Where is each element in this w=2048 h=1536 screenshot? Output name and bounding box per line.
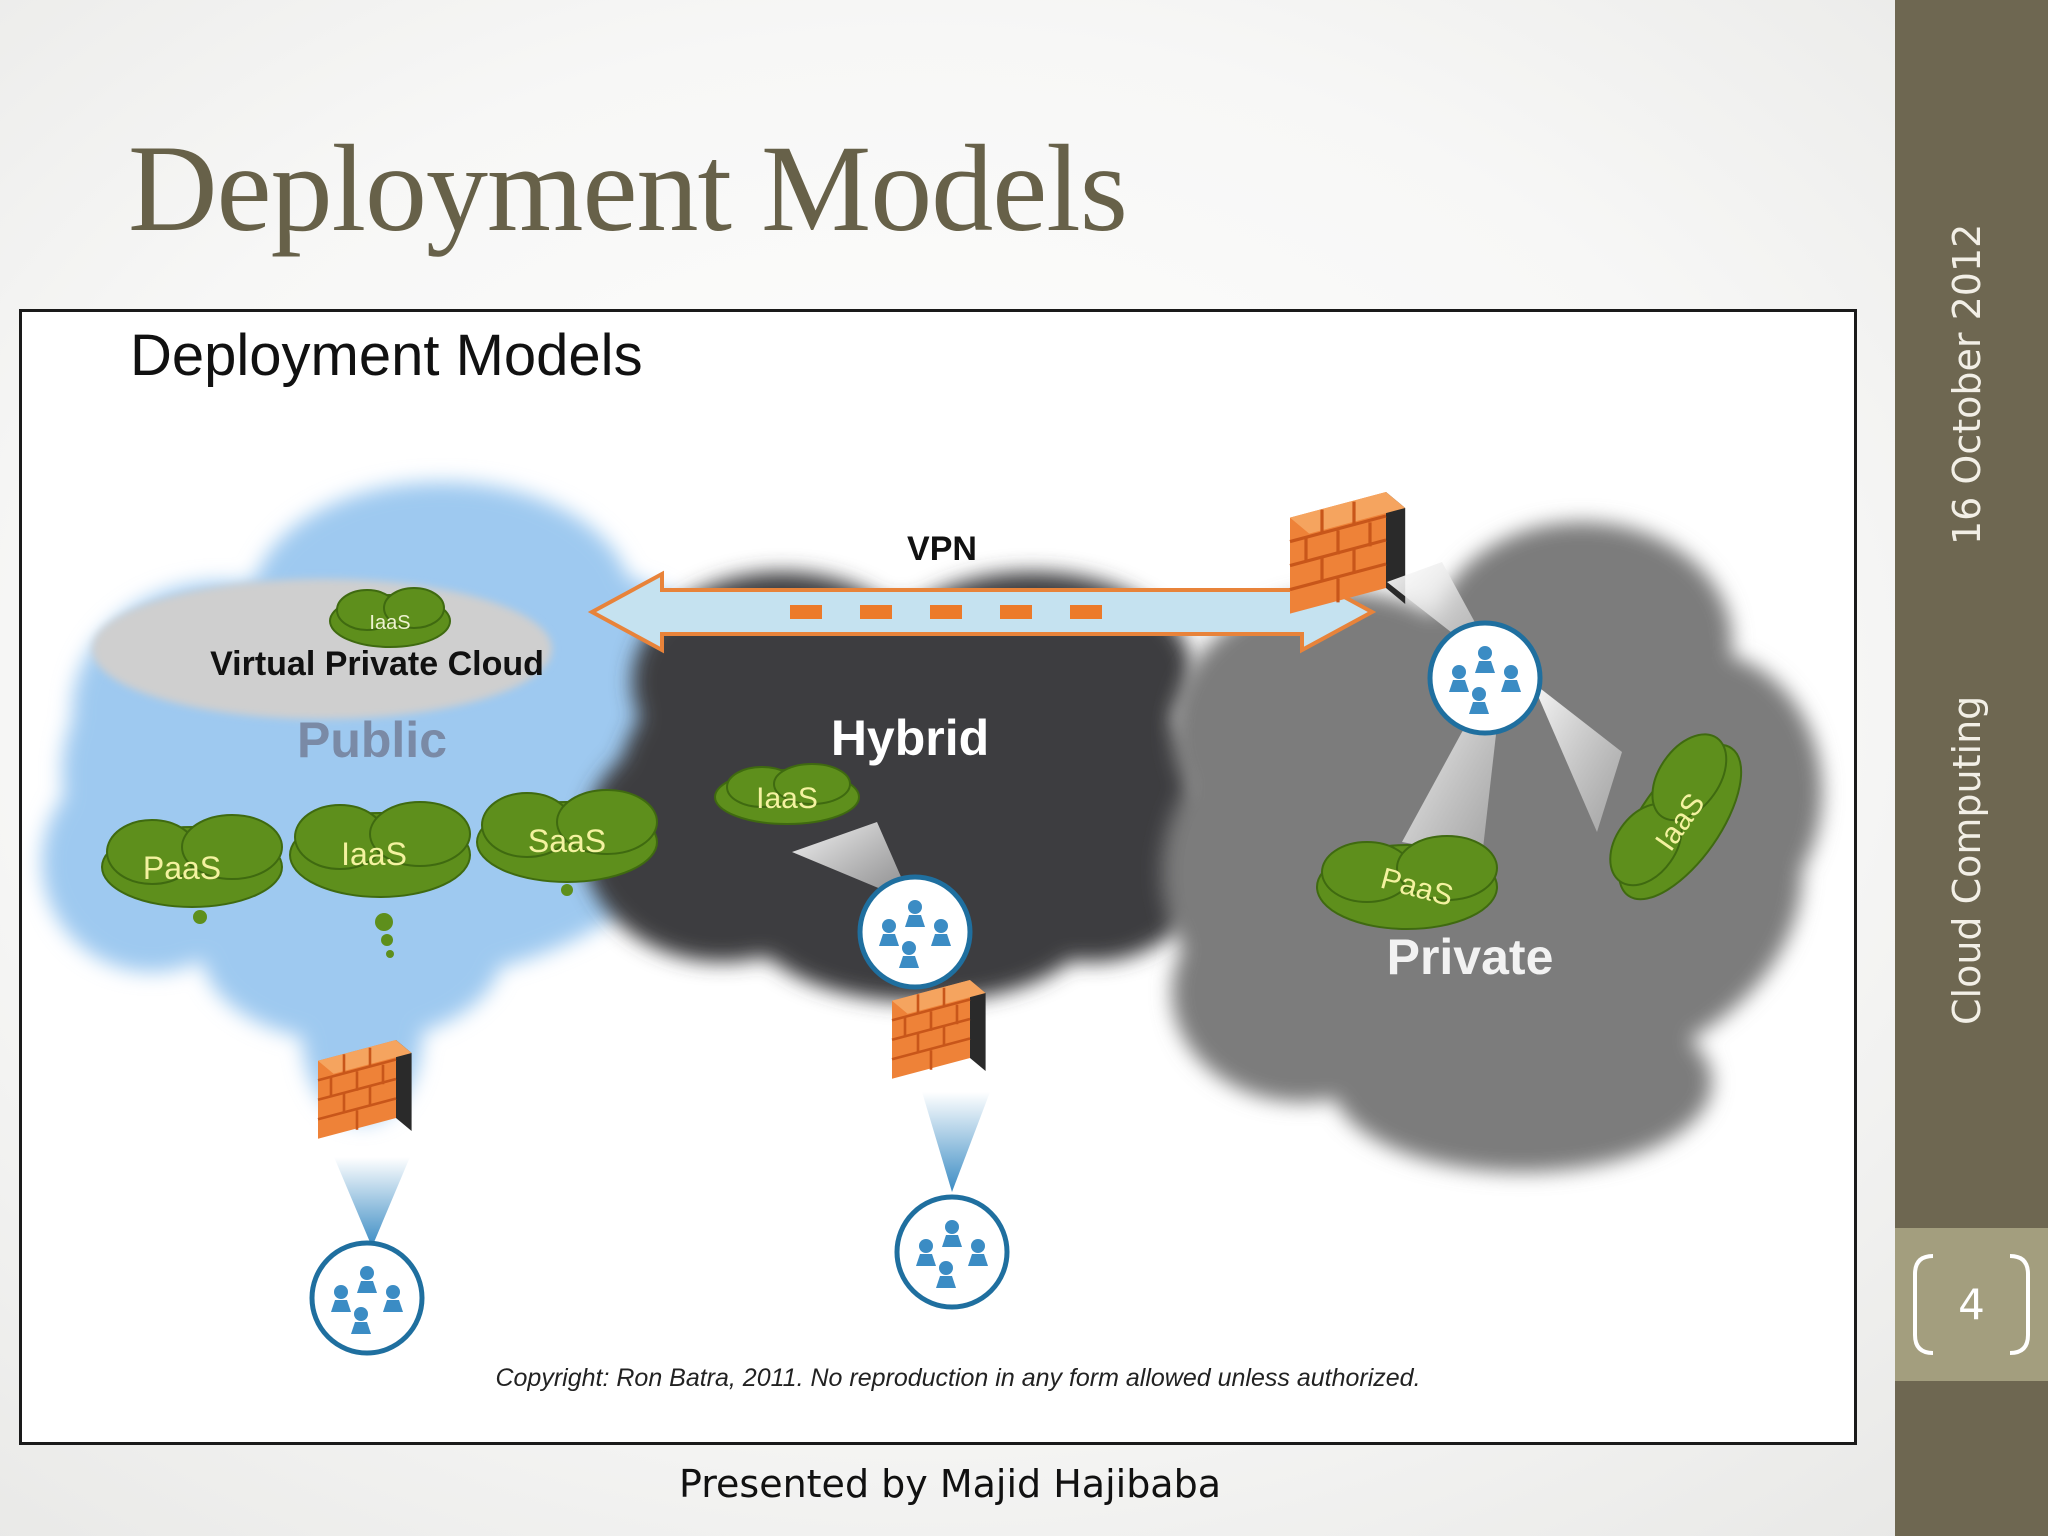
public-label: Public [297, 712, 447, 768]
slide-date: 16 October 2012 [1945, 223, 1989, 545]
hybrid-label: Hybrid [831, 710, 989, 766]
public-iaas-cloud [289, 801, 471, 898]
vpn-label: VPN [907, 530, 977, 568]
vpc-service-label: IaaS [369, 612, 410, 634]
page-brackets [1913, 1254, 2030, 1355]
vpc-iaas-cloud [329, 587, 451, 648]
hybrid-users [860, 877, 970, 987]
private-paas-cloud [1316, 835, 1498, 930]
presenter-footer: Presented by Majid Hajibaba [678, 1462, 1222, 1506]
private-label: Private [1387, 929, 1554, 985]
public-saas-cloud [476, 789, 658, 883]
vpn-dashes [790, 605, 1102, 619]
figure-diagram: VPN IaaS Virtual Private Cloud Public Pa… [42, 482, 1822, 1392]
slide-subject: Cloud Computing [1945, 695, 1989, 1025]
page-number-box: 4 [1895, 1228, 2048, 1381]
public-service-paas: PaaS [143, 850, 221, 886]
figure-title: Deployment Models [130, 323, 643, 388]
slide-title: Deployment Models [128, 120, 1128, 257]
hybrid-cloud [582, 572, 1212, 1002]
public-users [312, 1243, 422, 1353]
hybrid-service-label: IaaS [756, 782, 818, 815]
private-iaas-cloud [1609, 733, 1743, 901]
page-number: 4 [1958, 1280, 1985, 1329]
private-users [1430, 623, 1540, 733]
public-service-saas: SaaS [528, 823, 606, 859]
hybrid-bottom-users [897, 1197, 1007, 1307]
vpn-arrow [587, 570, 1377, 654]
private-firewall [1288, 490, 1407, 616]
public-service-iaas: IaaS [341, 836, 407, 872]
vpc-label: Virtual Private Cloud [210, 645, 544, 683]
copyright-text: Copyright: Ron Batra, 2011. No reproduct… [495, 1364, 1420, 1392]
hybrid-iaas-cloud [714, 763, 860, 825]
deployment-models-figure: VPN IaaS Virtual Private Cloud Public Pa… [19, 309, 1857, 1445]
public-paas-cloud [101, 814, 283, 908]
